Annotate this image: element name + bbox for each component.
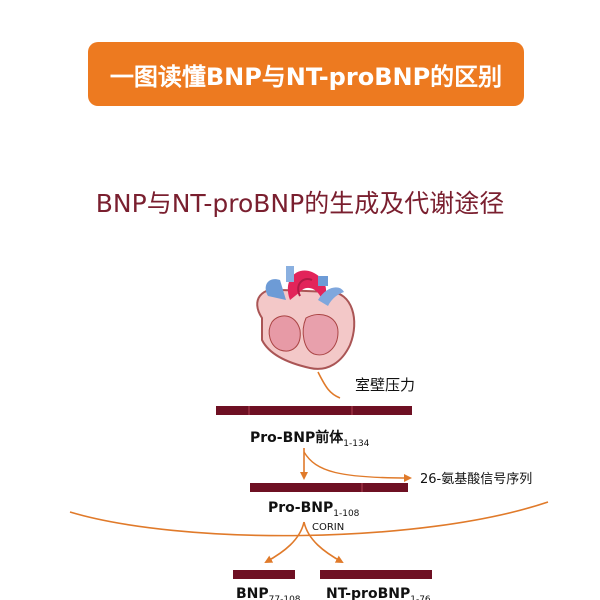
corin-label: CORIN [312,522,344,533]
bnp-label: BNP77-108 [236,586,301,600]
nt-pro-bnp-split-arrow [303,521,344,563]
banner-title: 一图读懂BNP与NT-proBNP的区别 [109,62,503,91]
wall-stress-label: 室壁压力 [355,376,415,394]
pre-pro-bnp-label: Pro-BNP前体1-134 [250,429,370,449]
signal-peptide-arrow [303,451,412,482]
title-banner: 一图读懂BNP与NT-proBNP的区别 [88,42,524,106]
diagram-subtitle: BNP与NT-proBNP的生成及代谢途径 [95,189,505,218]
signal-peptide-label: 26-氨基酸信号序列 [420,472,532,487]
pro-bnp-bar [250,483,408,492]
bnp-split-arrow [264,521,305,563]
bnp-bar [233,570,295,579]
cell-membrane-curve [69,501,549,537]
nt-pro-bnp-label: NT-proBNP1-76 [326,586,431,600]
pre-pro-bnp-bar [216,406,412,415]
nt-pro-bnp-bar [320,570,432,579]
heart-icon [256,266,356,370]
wall-stress-arrow [317,371,341,399]
pro-bnp-label: Pro-BNP1-108 [268,500,360,519]
